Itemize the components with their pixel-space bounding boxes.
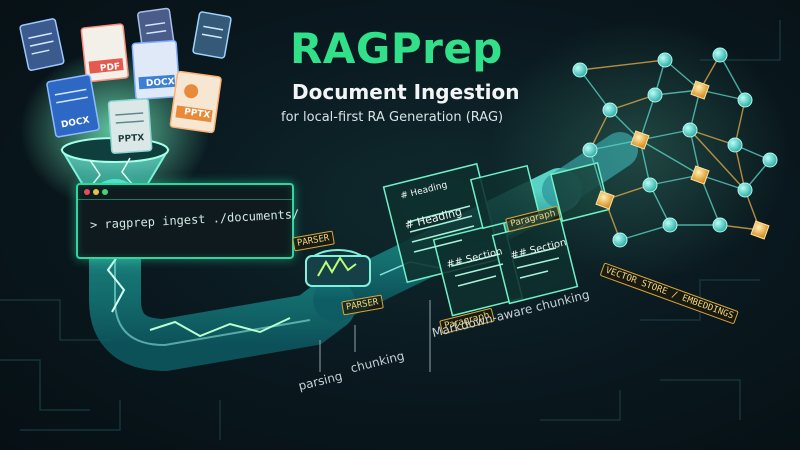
graph-node-cube [750,220,770,240]
graph-node-cube [690,165,710,185]
docx-label-1: DOCX [145,77,175,89]
graph-node-cube [595,190,615,210]
graph-edge [579,69,611,111]
maximize-dot-icon [102,189,108,195]
graph-edge [734,144,746,191]
document-icons [19,7,232,154]
graph-node [647,87,663,103]
graph-node [712,47,728,63]
graph-edge [699,174,746,191]
graph-edge [734,99,746,146]
doc-pdf [80,23,129,83]
app-title: RAGPrep [290,24,503,73]
terminal-command: > ragprep ingest ./documents/ [89,207,300,232]
graph-edge [639,139,701,176]
graph-node [657,52,673,68]
graph-nodes [572,47,778,248]
graph-node [737,182,753,198]
doc-docx-2 [46,74,100,138]
graph-node [602,102,618,118]
graph-node [662,217,678,233]
graph-node [727,137,743,153]
terminal-titlebar [78,185,292,200]
graph-edge [719,54,746,101]
graph-edge [689,129,746,191]
graph-edge [689,129,736,146]
graph-edge [699,89,746,101]
chunk-lines [407,205,560,287]
app-subtitle: Document Ingestion [292,80,520,104]
graph-node [762,152,778,168]
vector-graph [490,20,790,280]
close-dot-icon [84,189,90,195]
terminal-window: > ragprep ingest ./documents/ [76,183,300,259]
pptx-label-1: PPTX [117,133,145,145]
app-tagline: for local-first RA Generation (RAG) [281,110,504,125]
caption-ticks [319,300,431,372]
doc-pptx-2 [169,70,222,134]
parser-collar [305,249,371,287]
doc-pptx-1 [107,98,153,154]
graph-edge [609,94,656,111]
minimize-dot-icon [93,189,99,195]
graph-edge [579,59,666,71]
graph-edge [619,224,671,241]
graph-node-cube [630,130,650,150]
graph-node-cube [690,80,710,100]
graph-edge [639,94,656,141]
graph-node [712,217,728,233]
graph-node [682,122,698,138]
graph-node [642,177,658,193]
graph-node [612,232,628,248]
graph-node [582,142,598,158]
doc-docx-1 [131,39,181,101]
graph-node [572,62,588,78]
doc-generic-3 [192,11,232,59]
graph-node [737,92,753,108]
doc-generic-1 [19,18,65,72]
